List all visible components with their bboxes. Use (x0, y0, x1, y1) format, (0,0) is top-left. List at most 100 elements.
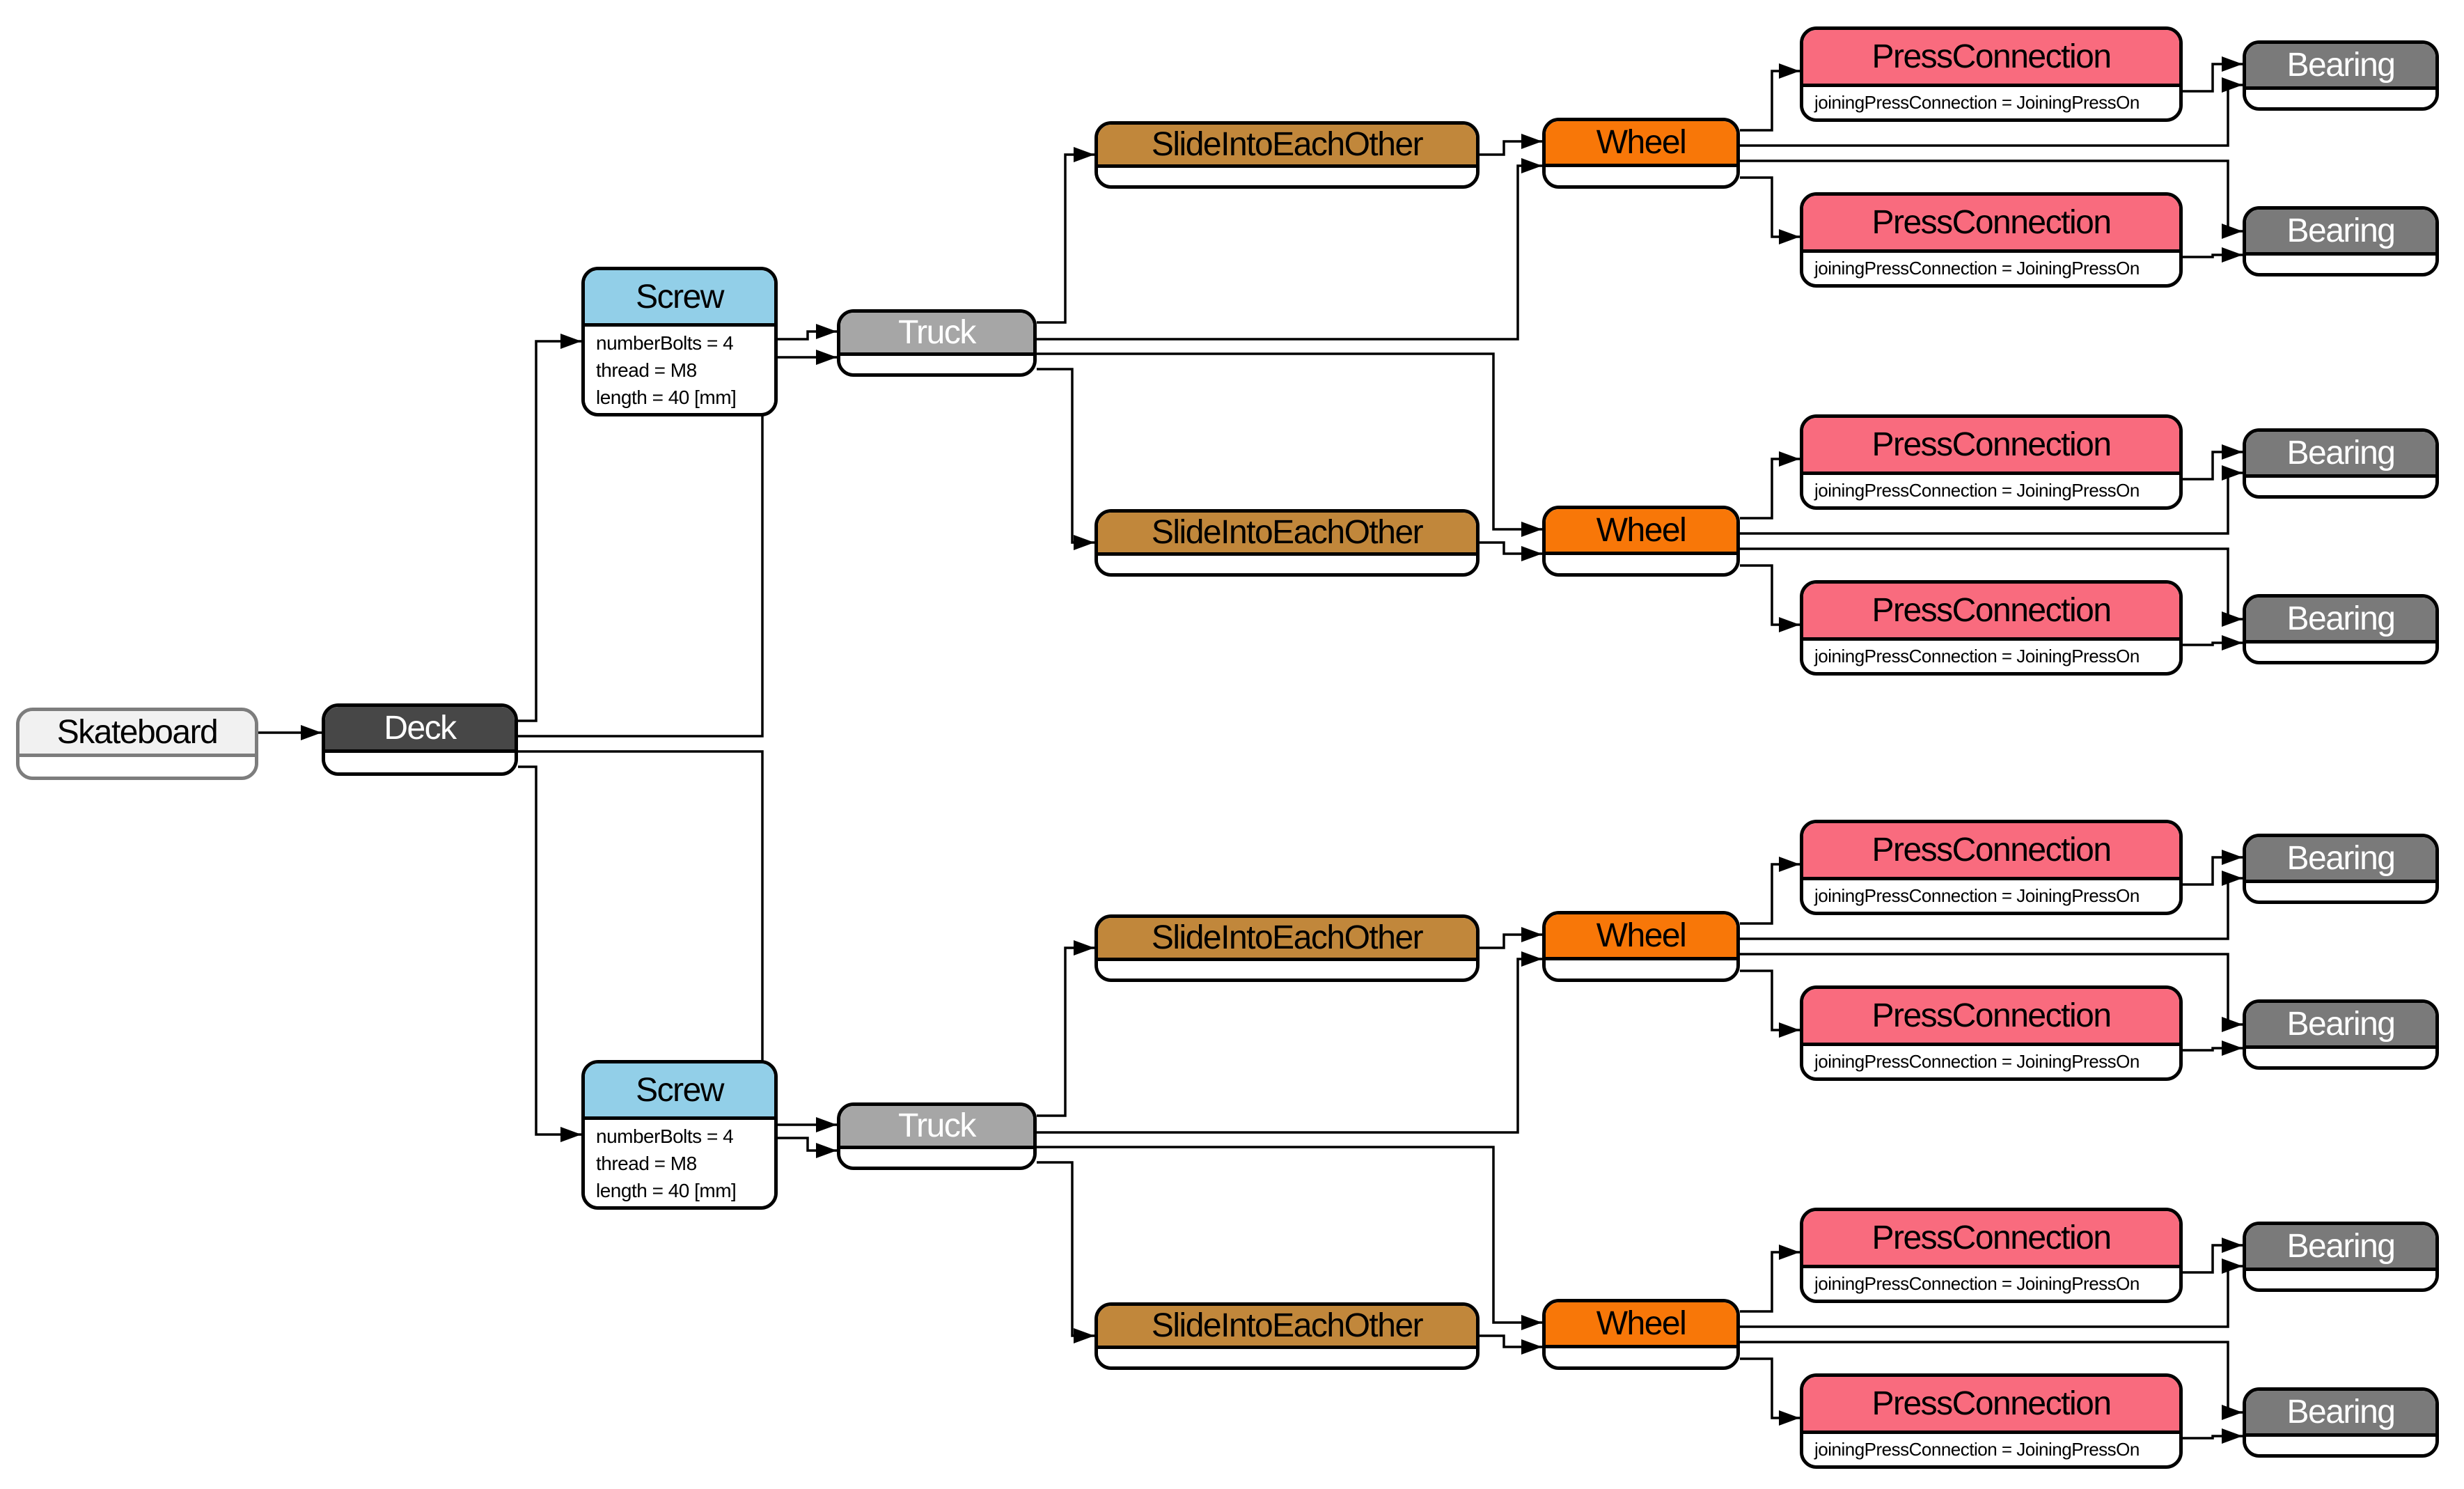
edge-press-1-bearing-1 (2183, 56, 2243, 93)
node-label: SlideIntoEachOther (1151, 1307, 1424, 1344)
node-bearing-7: Bearing (2243, 1222, 2439, 1292)
attribute-row: joiningPressConnection = JoiningPressOn (1814, 1051, 2140, 1073)
node-truck-1: Truck (837, 309, 1037, 377)
attribute-row: numberBolts = 4 (596, 332, 734, 354)
edge-truck-1-wheel-1 (1037, 158, 1542, 341)
edge-wheel-4-bearing-8 (1740, 1341, 2243, 1420)
node-press-6: PressConnection joiningPressConnection =… (1800, 985, 2183, 1081)
node-body (2246, 644, 2435, 661)
attribute-row: numberBolts = 4 (596, 1125, 734, 1147)
node-attributes: joiningPressConnection = JoiningPressOn (1803, 475, 2179, 506)
edge-slide-2-wheel-2 (1480, 541, 1542, 561)
edge-wheel-3-bearing-5 (1740, 871, 2243, 940)
node-attributes: numberBolts = 4 thread = M8 length = 40 … (585, 327, 774, 413)
node-label: Bearing (2286, 1394, 2396, 1430)
edge-truck-2-slide-3 (1037, 940, 1094, 1117)
node-body (2246, 1049, 2435, 1066)
node-press-7: PressConnection joiningPressConnection =… (1800, 1208, 2183, 1303)
node-body (1098, 961, 1476, 979)
node-body (2246, 1437, 2435, 1454)
edge-wheel-1-press-1 (1740, 63, 1800, 132)
node-label: Wheel (1596, 124, 1687, 161)
node-label: SlideIntoEachOther (1151, 126, 1424, 163)
attribute-row: joiningPressConnection = JoiningPressOn (1814, 885, 2140, 907)
edge-screw-2-truck-2 (778, 1137, 837, 1158)
node-label: PressConnection (1871, 832, 2112, 868)
edge-wheel-1-bearing-1 (1740, 77, 2243, 147)
attribute-row: joiningPressConnection = JoiningPressOn (1814, 1273, 2140, 1295)
node-label: Bearing (2286, 212, 2396, 249)
node-label: Wheel (1596, 512, 1687, 549)
edge-press-8-bearing-8 (2183, 1428, 2243, 1444)
edge-wheel-2-bearing-3 (1740, 465, 2243, 535)
node-deck: Deck (322, 703, 518, 776)
edge-wheel-3-press-5 (1740, 857, 1800, 925)
node-label: Truck (898, 314, 976, 351)
node-bearing-2: Bearing (2243, 206, 2439, 276)
node-body (2246, 883, 2435, 901)
node-body (1098, 556, 1476, 573)
node-label: SlideIntoEachOther (1151, 919, 1424, 956)
edge-press-2-bearing-2 (2183, 247, 2243, 263)
edge-slide-3-wheel-3 (1480, 927, 1542, 949)
node-body (1546, 1348, 1736, 1366)
node-label: PressConnection (1871, 426, 2112, 463)
node-bearing-3: Bearing (2243, 428, 2439, 499)
node-label: Bearing (2286, 47, 2396, 84)
node-body (19, 757, 255, 777)
node-label: Screw (636, 1071, 724, 1109)
edge-deck-screw-1 (518, 334, 581, 722)
node-truck-2: Truck (837, 1102, 1037, 1170)
node-attributes: joiningPressConnection = JoiningPressOn (1803, 1046, 2179, 1077)
node-press-2: PressConnection joiningPressConnection =… (1800, 192, 2183, 288)
node-screw-2: Screw numberBolts = 4 thread = M8 length… (581, 1060, 778, 1210)
edge-slide-1-wheel-1 (1480, 134, 1542, 156)
node-body (1098, 168, 1476, 185)
node-label: Wheel (1596, 1305, 1687, 1342)
edge-press-4-bearing-4 (2183, 635, 2243, 650)
attribute-row: length = 40 [mm] (596, 1179, 737, 1201)
node-label: Deck (384, 710, 457, 747)
node-wheel-2: Wheel (1542, 506, 1740, 577)
node-body (840, 356, 1033, 373)
node-wheel-4: Wheel (1542, 1299, 1740, 1370)
edge-deck-screw-2 (518, 765, 581, 1142)
edge-screw-1-truck-1 (778, 324, 837, 341)
node-label: PressConnection (1871, 592, 2112, 629)
edge-wheel-4-press-8 (1740, 1357, 1800, 1426)
node-bearing-6: Bearing (2243, 999, 2439, 1070)
node-body (2246, 478, 2435, 495)
edge-deck-truck-2 (518, 750, 837, 1132)
edge-truck-1-wheel-2 (1037, 352, 1542, 537)
edge-truck-2-wheel-4 (1037, 1146, 1542, 1330)
node-slide-4: SlideIntoEachOther (1094, 1302, 1480, 1370)
node-wheel-1: Wheel (1542, 118, 1740, 189)
node-attributes: joiningPressConnection = JoiningPressOn (1803, 1434, 2179, 1465)
node-press-4: PressConnection joiningPressConnection =… (1800, 580, 2183, 676)
edge-slide-4-wheel-4 (1480, 1334, 1542, 1355)
node-press-1: PressConnection joiningPressConnection =… (1800, 26, 2183, 122)
node-label: Bearing (2286, 600, 2396, 637)
node-slide-3: SlideIntoEachOther (1094, 914, 1480, 982)
node-body (325, 753, 515, 772)
edge-truck-2-wheel-3 (1037, 951, 1542, 1134)
node-label: Truck (898, 1107, 976, 1144)
attribute-row: thread = M8 (596, 1152, 697, 1174)
attribute-row: joiningPressConnection = JoiningPressOn (1814, 1439, 2140, 1460)
edge-truck-1-slide-1 (1037, 147, 1094, 324)
node-screw-1: Screw numberBolts = 4 thread = M8 length… (581, 267, 778, 416)
node-label: Skateboard (56, 714, 219, 751)
node-label: Bearing (2286, 840, 2396, 877)
attribute-row: joiningPressConnection = JoiningPressOn (1814, 480, 2140, 501)
edge-wheel-3-bearing-6 (1740, 953, 2243, 1032)
node-press-8: PressConnection joiningPressConnection =… (1800, 1373, 2183, 1469)
node-attributes: joiningPressConnection = JoiningPressOn (1803, 880, 2179, 912)
node-attributes: joiningPressConnection = JoiningPressOn (1803, 1268, 2179, 1300)
node-slide-2: SlideIntoEachOther (1094, 509, 1480, 577)
edge-truck-2-slide-4 (1037, 1161, 1094, 1343)
node-label: Bearing (2286, 435, 2396, 471)
node-label: Bearing (2286, 1006, 2396, 1043)
edge-truck-1-slide-2 (1037, 368, 1094, 550)
node-label: PressConnection (1871, 1385, 2112, 1422)
